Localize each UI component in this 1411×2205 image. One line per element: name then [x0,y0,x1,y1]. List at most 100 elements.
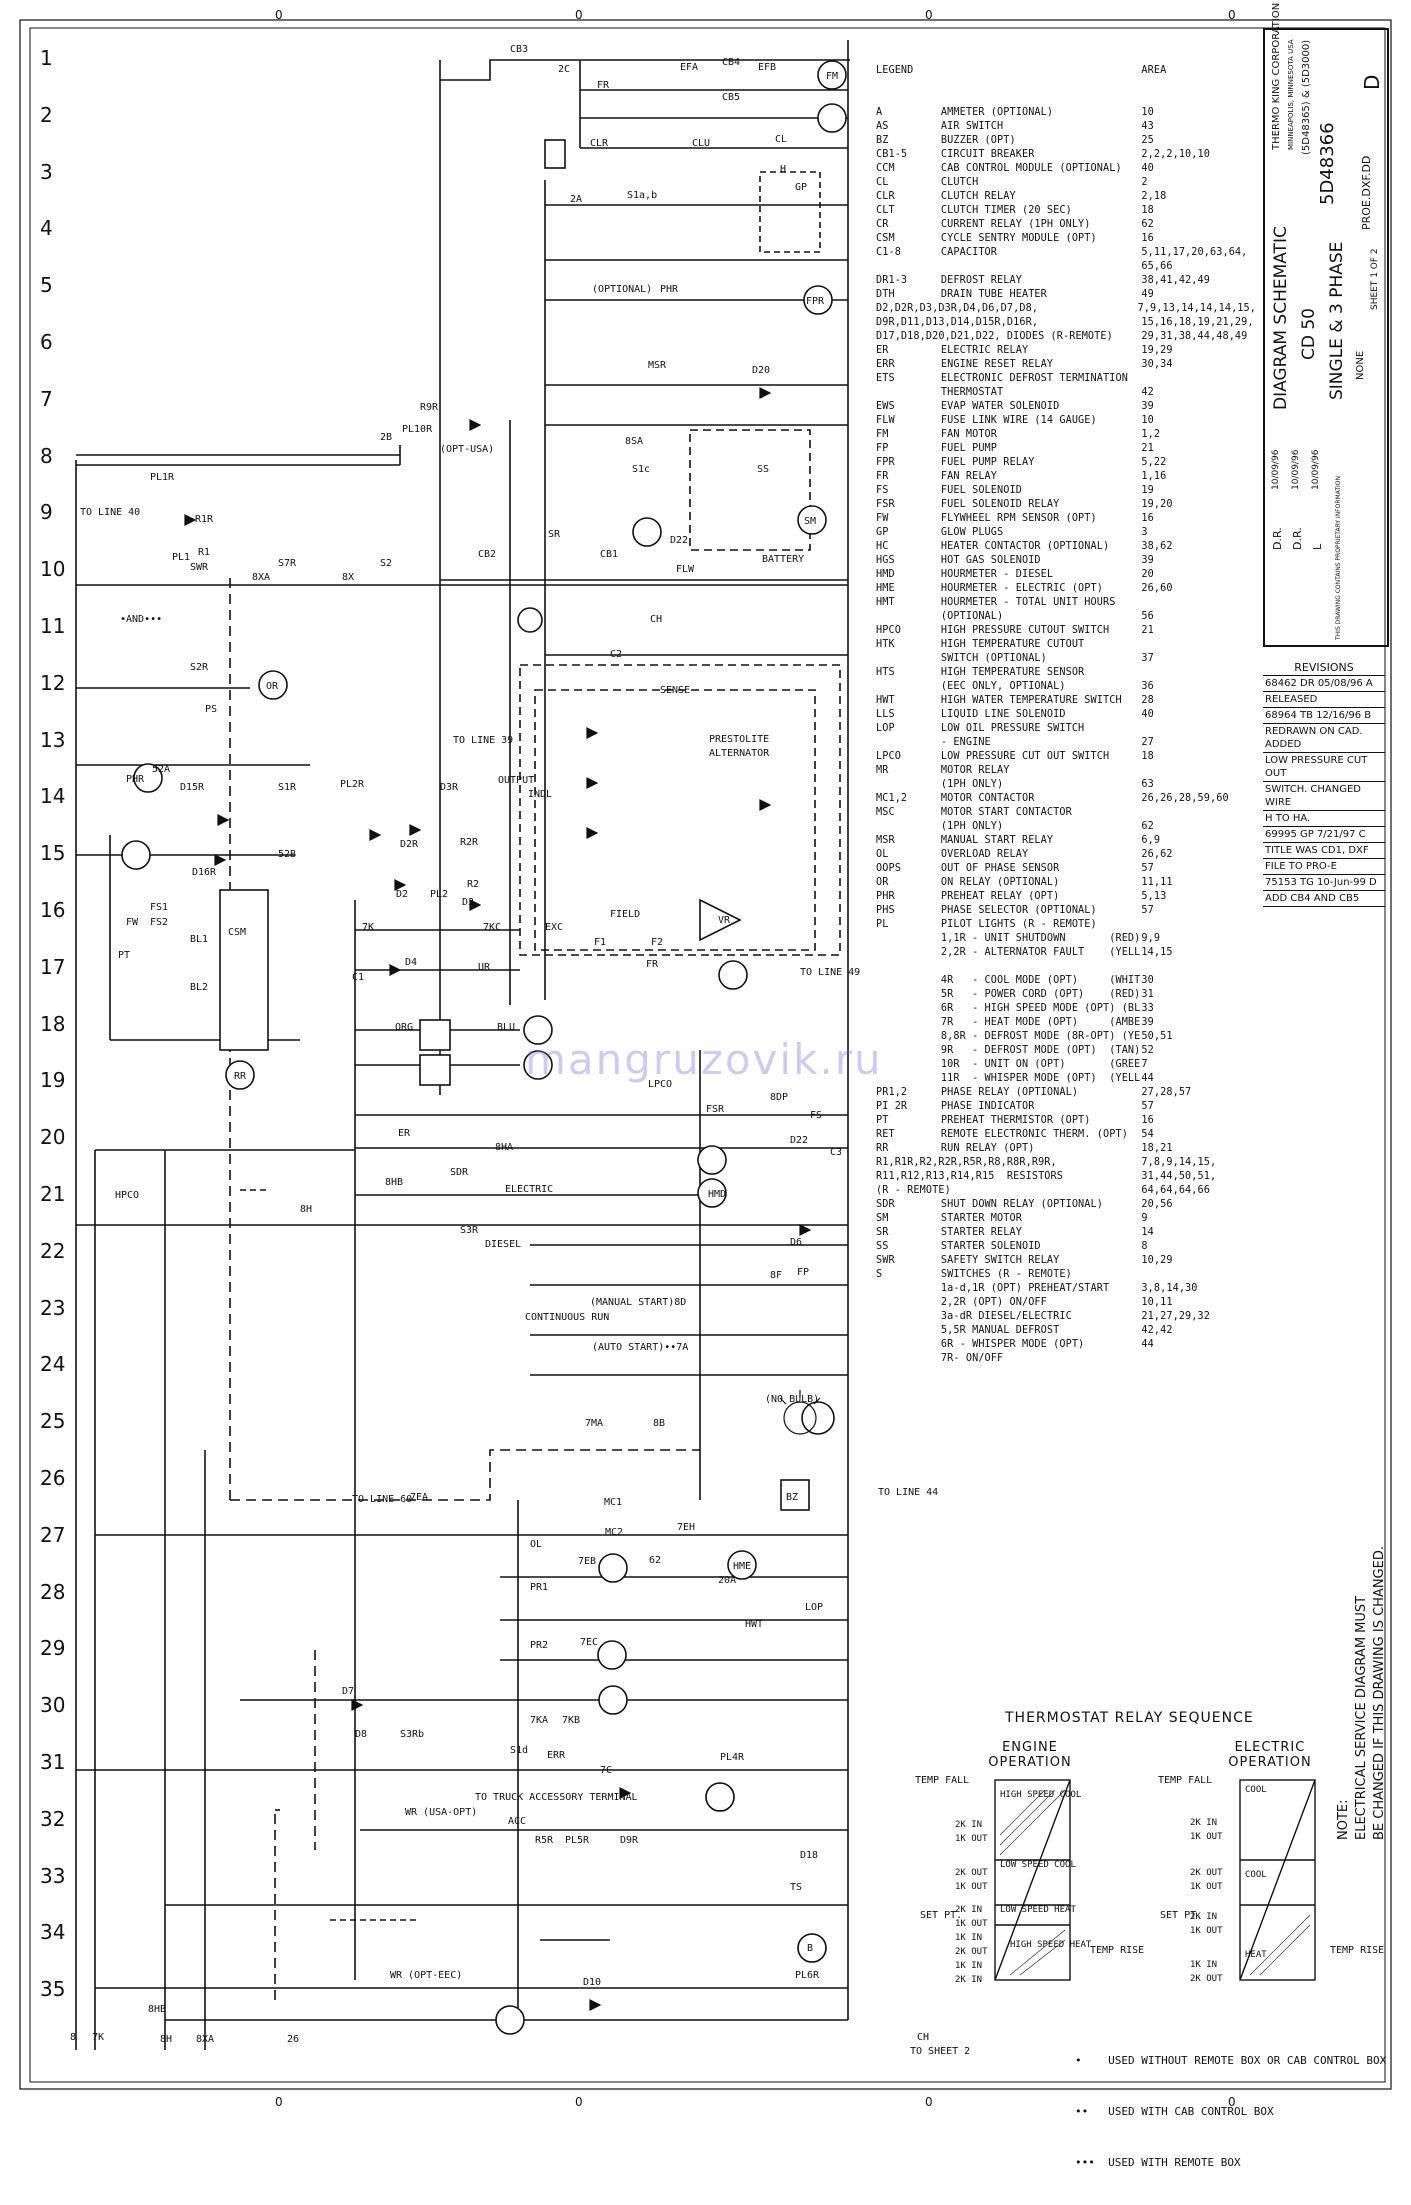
legend-description: STARTER SOLENOID [940,1241,1041,1252]
legend-description: 5R - POWER CORD (OPT) (RED) [940,989,1141,1000]
legend-code [876,960,941,974]
legend-code: PHS [876,905,895,916]
legend-row: SWITCH (OPTIONAL)37 [876,652,1256,666]
schematic-label-r1r: R1R [195,514,214,525]
legend-area: 25 [1141,135,1154,146]
schematic-label-r2r: R2R [460,837,479,848]
legend-description: FUEL SOLENOID [940,485,1022,496]
schematic-label-d22: D22 [670,535,688,546]
legend-code: CL [876,177,889,188]
legend-code: MR [876,765,889,776]
schematic-label-s2: S2 [380,558,392,569]
legend-row: 65,66 [876,260,1256,274]
legend-code: PI 2R [876,1101,908,1112]
grid-tick: 0 [1228,2095,1236,2109]
grid-tick: 0 [275,8,283,22]
legend-area: 43 [1141,121,1154,132]
schematic-label-bz: BZ [786,1492,798,1503]
legend-area: 57 [1141,905,1154,916]
legend-area: 26,60 [1141,583,1173,594]
row-number: 32 [40,1806,66,1831]
schematic-label-pl4r: PL4R [720,1752,745,1763]
legend-description: CAB CONTROL MODULE (OPTIONAL) [940,163,1122,174]
schematic-label-or: OR [266,681,279,692]
footnotes: • USED WITHOUT REMOTE BOX OR CAB CONTROL… [1075,2018,1386,2205]
revision-row: 75153 TG 10-Jun-99 D [1263,875,1385,891]
legend-code: HTK [876,639,895,650]
legend-code: OOPS [876,863,901,874]
legend-area: 31,44,50,51, [1141,1171,1217,1182]
legend-description: FUEL PUMP RELAY [940,457,1035,468]
revision-row: H TO HA. [1263,811,1385,827]
legend-code: SWR [876,1255,895,1266]
legend-description [941,260,1142,274]
schematic-label-c3: C3 [830,1147,842,1158]
schematic-label-blu: BLU [497,1022,515,1033]
legend-area [1141,960,1256,974]
legend-row: R1,R1R,R2,R2R,R5R,R8,R8R,R9R,7,8,9,14,15… [876,1156,1256,1170]
legend-area: 10 [1141,415,1154,426]
engine-step: 2K OUT [955,1868,988,1878]
schematic-label-cb4: CB4 [722,57,740,68]
legend-description: FUSE LINK WIRE (14 GAUGE) [940,415,1097,426]
schematic-label-f1: F1 [594,937,606,948]
schematic-label-bl1: BL1 [190,934,208,945]
legend-area: 3 [1141,527,1148,538]
legend-area: 33 [1141,1003,1154,1014]
legend-code [876,932,941,946]
legend-area: 38,41,42,49 [1141,275,1210,286]
legend-code: AS [876,121,889,132]
schematic-label-sm: SM [804,516,816,527]
row-number: 17 [40,954,66,979]
schematic-label-h: H [780,164,786,175]
legend-description: SAFETY SWITCH RELAY [940,1255,1060,1266]
legend-code: HPCO [876,625,901,636]
schematic-label-ch-sheet2: CH [917,2032,929,2043]
schematic-label-cb2: CB2 [478,549,496,560]
schematic-label-pl5r: PL5R [565,1835,590,1846]
schematic-label-s1d: S1d [510,1745,528,1756]
schematic-label-wr-eec: WR (OPT-EEC) [390,1970,462,1981]
note-line-2: BE CHANGED IF THIS DRAWING IS CHANGED. [1372,1546,1387,1840]
legend-description: OUT OF PHASE SENSOR [940,863,1060,874]
electric-step: 2K OUT [1190,1868,1223,1878]
legend-description: FLYWHEEL RPM SENSOR (OPT) [940,513,1097,524]
engine-zone: LOW SPEED COOL [1000,1860,1076,1870]
legend-code: A [876,107,883,118]
schematic-label-d6: D6 [790,1237,802,1248]
schematic-label-d18: D18 [800,1850,818,1861]
schematic-label-7eb: 7EB [578,1556,596,1567]
legend-code: SR [876,1227,889,1238]
schematic-label-ol: OL [530,1539,542,1550]
schematic-label-hmd: HMD [708,1189,726,1200]
schematic-label-ps: PS [205,704,217,715]
set-point-electric: SET PT. [1160,1910,1203,1921]
row-number: 12 [40,670,66,695]
schematic-label-cb5: CB5 [722,92,740,103]
legend-description: PREHEAT RELAY (OPT) [940,891,1060,902]
legend-row: 5R - POWER CORD (OPT) (RED)31 [876,988,1256,1002]
schematic-label-bottom-8xa: 8XA [196,2034,214,2045]
legend-area: 2,18 [1141,191,1167,202]
legend-area: 57 [1141,1101,1154,1112]
legend-area: 50,51 [1141,1031,1173,1042]
engine-operation-heading: ENGINE OPERATION [988,1740,1072,1770]
legend-area: 2,2,2,10,10 [1141,149,1210,160]
schematic-label-7ea: 7EA [410,1492,428,1503]
legend-code: PR1,2 [876,1087,908,1098]
legend-area: 42 [1141,387,1154,398]
